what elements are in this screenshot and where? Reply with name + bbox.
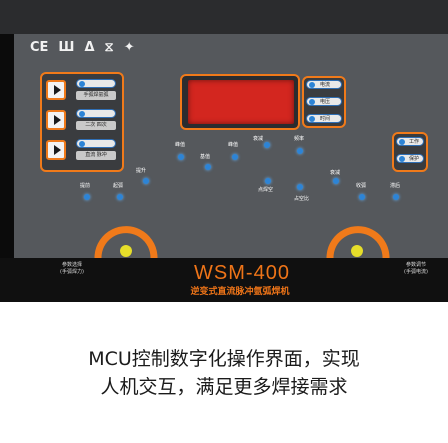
param-led-peak-1 [178,154,184,160]
right-knob-arc [326,226,390,272]
welder-front-panel: CE Ш Δ ⧖ ✦ 手弧焊氩弧 二次 四次 直流 脉冲 电流 电压 时间 工作 [0,0,448,302]
ce-mark-icon: CE [30,40,49,55]
state-indicator-work [396,137,424,146]
unit-label-current: 电流 [320,82,331,88]
mode-indicator-3a [76,139,116,148]
param-label-duty: 占空比 [294,196,310,202]
panel-bottom-band [0,258,448,302]
param-led-pre-gas [84,194,90,200]
state-indicator-protect [396,154,424,163]
hourglass-mark-icon: ⧖ [104,40,114,55]
ccc-mark-icon: Ш [58,40,75,55]
param-led-peak-2 [232,154,238,160]
param-label-peak-2: 峰值 [228,142,239,148]
mode-button-pulse[interactable] [46,140,66,160]
param-label-decay-top: 衰减 [253,136,264,142]
digital-display [188,80,294,124]
play-icon [53,115,61,125]
param-led-decay [333,178,339,184]
mode-button-weld[interactable] [46,80,66,100]
param-label-rise: 提升 [136,168,147,174]
model-subtitle: 逆变式直流脉冲氩弧焊机 [190,287,290,297]
play-icon [53,85,61,95]
param-led-rise [143,178,149,184]
param-led-duty [297,184,303,190]
param-led-freq [297,148,303,154]
mode-label-pulse: 直流 脉冲 [76,151,116,160]
unit-label-voltage: 电压 [320,99,331,105]
right-knob[interactable] [351,245,363,257]
state-label-work: 工作 [409,139,420,145]
param-label-post-gas: 滞后 [390,183,401,189]
param-led-post-gas [393,194,399,200]
unit-indicator-voltage [306,97,342,106]
param-led-spot [265,178,271,184]
certification-marks: CE Ш Δ ⧖ ✦ [30,40,135,55]
mode-label-weld: 手弧焊氩弧 [76,91,116,100]
spark-mark-icon: ✦ [123,40,135,55]
param-led-base [205,164,211,170]
mode-button-trigger[interactable] [46,110,66,130]
param-label-base: 基值 [200,154,211,160]
param-label-spot: 点焊空 [258,187,274,193]
unit-indicator-time [306,114,342,123]
param-label-decay: 衰减 [330,170,341,176]
unit-label-time: 时间 [320,116,331,122]
state-label-protect: 保护 [409,156,420,162]
right-knob-caption: 参数调节 (手弧电流) [404,262,428,275]
tagline-line-2: 人机交互，满足更多焊接需求 [100,376,348,398]
mode-indicator-1a [76,79,116,88]
play-icon [53,145,61,155]
tagline-line-1: MCU控制数字化操作界面，实现 [88,348,360,370]
model-name: WSM-400 [194,262,290,284]
param-label-peak-1: 峰值 [175,142,186,148]
param-label-freq: 频率 [294,136,305,142]
panel-top-strip [0,0,448,34]
mode-indicator-2a [76,109,116,118]
param-label-pre-gas: 提前 [80,183,91,189]
left-knob[interactable] [120,245,132,257]
left-knob-arc [94,226,158,272]
mode-label-trigger: 二次 四次 [76,121,116,130]
param-label-start: 起弧 [113,183,124,189]
param-led-decay-top [264,142,270,148]
param-led-start [117,194,123,200]
left-knob-caption: 参数选择 (手弧焊力) [60,262,84,275]
param-led-crater [359,194,365,200]
unit-indicator-current [306,80,342,89]
warning-mark-icon: Δ [84,40,95,55]
param-label-crater: 收弧 [356,183,367,189]
